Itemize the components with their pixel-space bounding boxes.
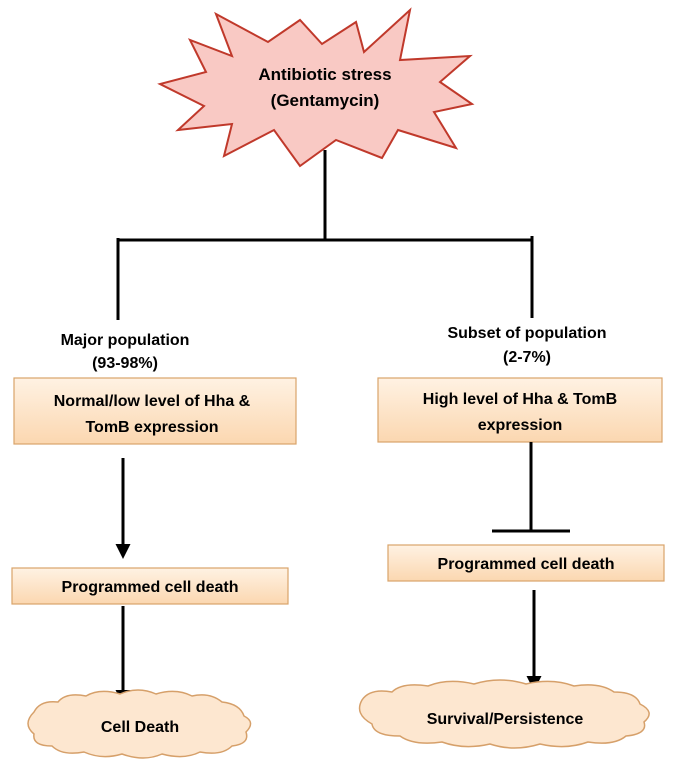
survival-label: Survival/Persistence — [427, 711, 584, 728]
cell-death-cloud-shape — [27, 689, 252, 759]
right-pcd-box: Programmed cell death — [387, 544, 665, 582]
antibiotic-stress-burst: Antibiotic stress (Gentamycin) — [157, 7, 475, 168]
branch-connector — [116, 150, 534, 320]
cell-death-label: Cell Death — [101, 719, 179, 736]
low-expression-box: Normal/low level of Hha & TomB expressio… — [13, 377, 297, 445]
subset-population-pct: (2-7%) — [503, 349, 551, 366]
right-pcd-label: Programmed cell death — [438, 556, 615, 573]
high-expression-line1: High level of Hha & TomB — [423, 391, 617, 408]
high-expression-box: High level of Hha & TomB expression — [377, 377, 663, 443]
survival-cloud: Survival/Persistence — [358, 679, 650, 749]
major-population-label: Major population — [61, 332, 190, 349]
left-branch: Major population (93-98%) Normal/low lev… — [11, 332, 297, 759]
inhibition-arrow — [492, 442, 570, 533]
left-pcd-box: Programmed cell death — [11, 567, 289, 605]
starburst-shape — [157, 7, 475, 168]
high-expression-line2: expression — [478, 417, 562, 434]
low-expression-line1: Normal/low level of Hha & — [54, 393, 251, 410]
left-pcd-label: Programmed cell death — [62, 579, 239, 596]
stress-subtitle: (Gentamycin) — [271, 91, 380, 110]
low-expression-line2: TomB expression — [85, 419, 218, 436]
stress-title: Antibiotic stress — [258, 65, 391, 84]
cell-death-cloud: Cell Death — [27, 689, 252, 759]
major-population-pct: (93-98%) — [92, 355, 158, 372]
subset-population-label: Subset of population — [447, 325, 606, 342]
survival-cloud-shape — [358, 679, 650, 749]
right-branch: Subset of population (2-7%) High level o… — [358, 325, 665, 749]
